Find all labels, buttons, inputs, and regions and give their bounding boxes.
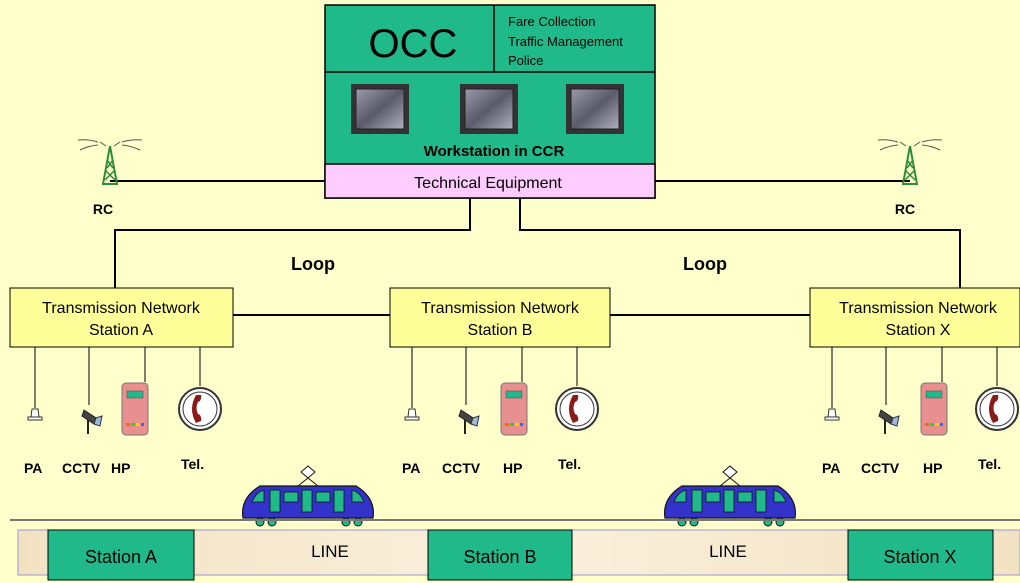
occ-block: OCC Fare Collection Traffic Management P… (324, 4, 656, 199)
station-box-line1: Transmission Network (839, 300, 998, 317)
technical-equipment-label: Technical Equipment (414, 175, 562, 192)
station-box-line2: Station B (468, 322, 533, 339)
connection-lines (110, 180, 961, 316)
radio-antenna-icon (877, 138, 943, 185)
track-station-a: Station A (47, 529, 195, 581)
cctv-label: CCTV (442, 460, 481, 476)
radio-antenna-icon (77, 138, 143, 185)
cctv-label: CCTV (861, 460, 900, 476)
station-box-line2: Station X (886, 322, 951, 339)
cctv-camera-icon (878, 409, 900, 435)
station-box-line1: Transmission Network (42, 300, 201, 317)
track-station-label: Station X (883, 547, 956, 567)
hp-label: HP (111, 460, 130, 476)
cctv-camera-icon (458, 409, 480, 435)
station-box-x: Transmission Network Station X (809, 287, 1020, 348)
telephone-icon (975, 387, 1019, 431)
train-icon (664, 465, 796, 527)
help-point-icon (920, 382, 948, 436)
line-label-right: LINE (709, 542, 747, 561)
workstation-label: Workstation in CCR (424, 143, 565, 160)
track-station-x: Station X (847, 529, 994, 581)
monitor-icon (351, 84, 409, 134)
occ-function-traffic: Traffic Management (508, 34, 623, 49)
help-point-icon (500, 382, 528, 436)
rc-label-left: RC (93, 201, 113, 217)
cctv-label: CCTV (62, 460, 101, 476)
track-station-label: Station A (85, 547, 157, 567)
device-drop-lines (34, 347, 998, 408)
monitor-icon (566, 84, 624, 134)
occ-function-fare: Fare Collection (508, 14, 595, 29)
hp-label: HP (923, 460, 942, 476)
cctv-camera-icon (81, 409, 103, 435)
loop-label-left: Loop (291, 254, 335, 274)
station-box-line1: Transmission Network (421, 300, 580, 317)
track-station-b: Station B (427, 529, 573, 581)
station-box-line2: Station A (89, 322, 153, 339)
help-point-icon (121, 382, 149, 436)
train-icon (242, 465, 374, 527)
line-label-left: LINE (311, 542, 349, 561)
telephone-icon (555, 387, 599, 431)
pa-speaker-icon (404, 408, 420, 421)
pa-speaker-icon (824, 408, 840, 421)
station-box-a: Transmission Network Station A (9, 287, 234, 348)
tel-label: Tel. (558, 456, 581, 472)
hp-label: HP (503, 460, 522, 476)
rc-label-right: RC (895, 201, 915, 217)
pa-label: PA (822, 460, 840, 476)
track-station-label: Station B (463, 547, 536, 567)
loop-label-right: Loop (683, 254, 727, 274)
telephone-icon (178, 387, 222, 431)
tel-label: Tel. (181, 456, 204, 472)
tel-label: Tel. (978, 456, 1001, 472)
occ-title: OCC (369, 22, 458, 66)
device-labels: PA CCTV HP Tel. PA CCTV HP Tel. PA CCTV … (24, 456, 1001, 476)
technical-equipment-box (324, 163, 656, 199)
pa-speaker-icon (27, 408, 43, 421)
monitor-icon (460, 84, 518, 134)
pa-label: PA (402, 460, 420, 476)
pa-label: PA (24, 460, 42, 476)
occ-function-police: Police (508, 53, 543, 68)
station-box-b: Transmission Network Station B (389, 287, 611, 348)
